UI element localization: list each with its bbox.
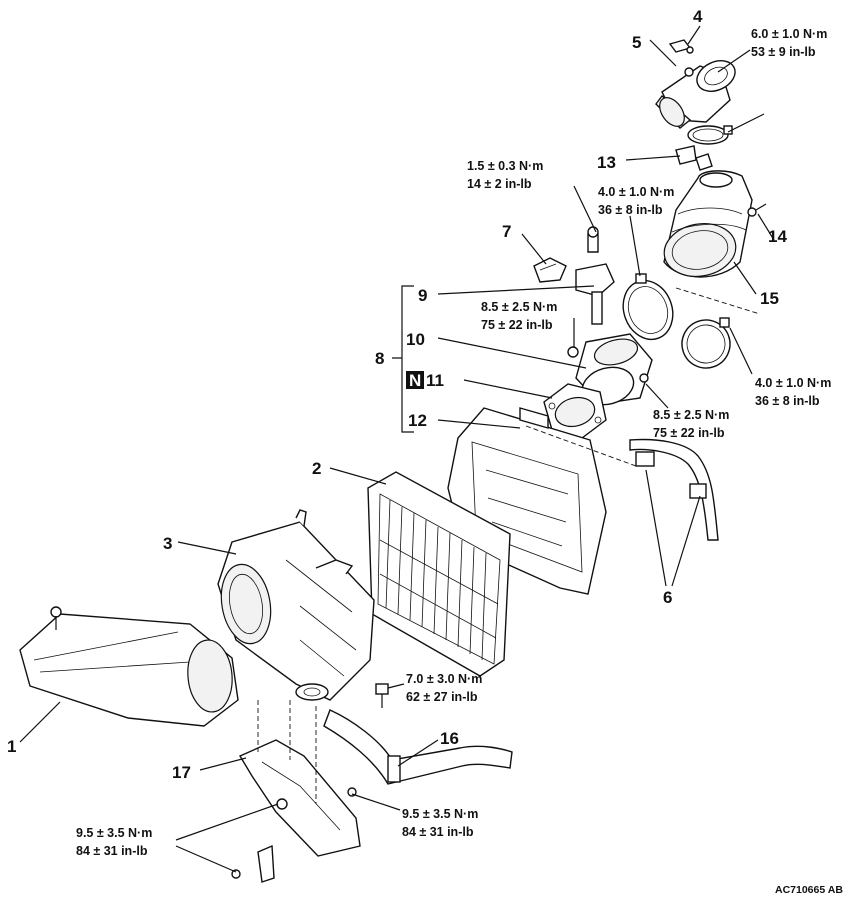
part-4-clip bbox=[668, 39, 694, 54]
figure-code: AC710665 AB bbox=[775, 884, 843, 896]
group-8-bracket bbox=[392, 285, 414, 433]
callout-6: 6 bbox=[663, 588, 672, 607]
part-3-case bbox=[217, 509, 375, 701]
part-7-connector bbox=[533, 257, 567, 283]
torque-bracket-right-inlb: 84 ± 31 in-lb bbox=[402, 825, 474, 839]
torque-part11-nm: 8.5 ± 2.5 N·m bbox=[653, 408, 729, 422]
callout-4: 4 bbox=[693, 7, 703, 26]
part-13-clip bbox=[675, 145, 713, 171]
part-15-duct bbox=[663, 170, 753, 278]
torque-clamp-right-nm: 4.0 ± 1.0 N·m bbox=[755, 376, 831, 390]
torque-bracket-left-nm: 9.5 ± 3.5 N·m bbox=[76, 826, 152, 840]
torque-bracket-right-nm: 9.5 ± 3.5 N·m bbox=[402, 807, 478, 821]
torque-sensor-inlb: 14 ± 2 in-lb bbox=[467, 177, 532, 191]
callout-15: 15 bbox=[760, 289, 779, 308]
torque-labels: 6.0 ± 1.0 N·m 53 ± 9 in-lb 1.5 ± 0.3 N·m… bbox=[76, 27, 831, 858]
bolt-mid bbox=[375, 683, 389, 708]
part-17-bracket bbox=[231, 739, 361, 883]
torque-bolt-mid-nm: 7.0 ± 3.0 N·m bbox=[406, 672, 482, 686]
torque-part5-inlb: 53 ± 9 in-lb bbox=[751, 45, 816, 59]
torque-clamp-right-inlb: 36 ± 8 in-lb bbox=[755, 394, 820, 408]
callout-11: 11 bbox=[426, 371, 444, 390]
callout-12: 12 bbox=[408, 411, 427, 430]
callout-1: 1 bbox=[7, 737, 16, 756]
torque-part9-inlb: 75 ± 22 in-lb bbox=[481, 318, 553, 332]
part-9-sensor bbox=[575, 226, 615, 325]
torque-bolt-mid-inlb: 62 ± 27 in-lb bbox=[406, 690, 478, 704]
part-6-hose bbox=[629, 438, 719, 541]
torque-part11-inlb: 75 ± 22 in-lb bbox=[653, 426, 725, 440]
part-5-fitting bbox=[655, 60, 736, 129]
mid-clamp-left bbox=[622, 273, 674, 341]
mid-clamp-right bbox=[681, 317, 731, 369]
callout-17: 17 bbox=[172, 763, 191, 782]
torque-bracket-left-inlb: 84 ± 31 in-lb bbox=[76, 844, 148, 858]
callout-16: 16 bbox=[440, 729, 459, 748]
part-2-filter bbox=[367, 471, 511, 677]
torque-clamp-upper-inlb: 36 ± 8 in-lb bbox=[598, 203, 663, 217]
callout-14: 14 bbox=[768, 227, 787, 246]
part-11-gasket bbox=[543, 383, 607, 439]
upper-clamp bbox=[687, 125, 733, 145]
n-badge: N bbox=[409, 371, 421, 390]
part-14-screw bbox=[747, 203, 767, 217]
callout-3: 3 bbox=[163, 534, 172, 553]
callout-5: 5 bbox=[632, 33, 641, 52]
callout-2: 2 bbox=[312, 459, 321, 478]
callout-labels: 4 5 13 14 7 15 9 10 8 N 11 12 2 3 6 1 16… bbox=[7, 7, 787, 782]
torque-part9-nm: 8.5 ± 2.5 N·m bbox=[481, 300, 557, 314]
n-badge-box bbox=[406, 371, 424, 389]
callout-13: 13 bbox=[597, 153, 616, 172]
callout-7: 7 bbox=[502, 222, 511, 241]
torque-clamp-upper-nm: 4.0 ± 1.0 N·m bbox=[598, 185, 674, 199]
callout-9: 9 bbox=[418, 286, 427, 305]
torque-sensor-nm: 1.5 ± 0.3 N·m bbox=[467, 159, 543, 173]
part-16-hose bbox=[323, 709, 513, 785]
torque-part5-nm: 6.0 ± 1.0 N·m bbox=[751, 27, 827, 41]
alignment-lines bbox=[257, 287, 761, 804]
part-1-duct bbox=[19, 606, 239, 727]
leader-lines bbox=[19, 25, 775, 873]
callout-8: 8 bbox=[375, 349, 384, 368]
callout-10: 10 bbox=[406, 330, 425, 349]
